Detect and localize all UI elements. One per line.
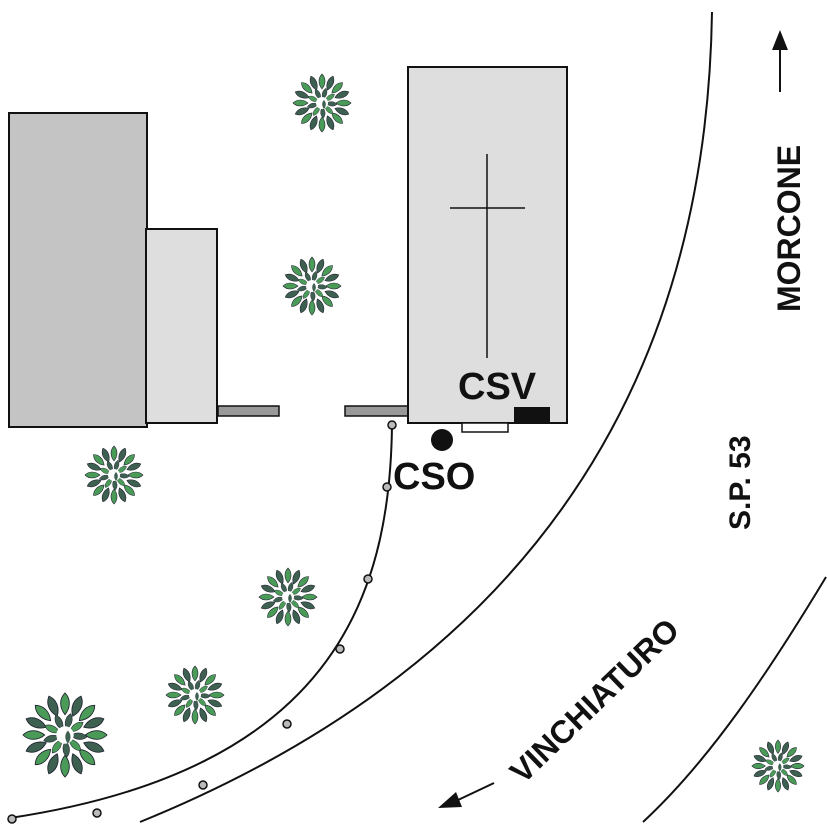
tree-icon (292, 73, 352, 133)
sensor-point (335, 644, 345, 654)
sensor-line (9, 424, 393, 819)
building-large (8, 112, 148, 428)
wall-right (344, 405, 409, 417)
direction-north-label: MORCONE (771, 145, 807, 312)
tree-icon (282, 256, 342, 316)
building-annex (145, 228, 218, 424)
sensor-points (7, 420, 397, 824)
station-cso-marker (431, 429, 453, 451)
sensor-point (282, 719, 292, 729)
entrance-step (461, 422, 509, 433)
tree-icon (22, 692, 108, 778)
sensor-point (363, 574, 373, 584)
sensor-point (387, 420, 397, 430)
wall-left (217, 405, 280, 417)
csv-label: CSV (458, 366, 537, 408)
road-edge-outer (642, 576, 827, 823)
direction-arrow-icon (772, 30, 788, 92)
road-name-label: S.P. 53 (724, 435, 757, 530)
sensor-point (382, 482, 392, 492)
tree-icon (751, 739, 805, 793)
direction-arrow-icon (438, 782, 495, 808)
tree-icon (84, 445, 144, 505)
direction-south-label: VINCHIATURO (503, 611, 686, 790)
cso-label: CSO (393, 456, 475, 498)
sensor-point (198, 780, 208, 790)
road-edge-inner (139, 11, 713, 823)
sensor-point (92, 808, 102, 818)
church-cross-icon (450, 154, 525, 358)
tree-icon (165, 665, 225, 725)
sensor-point (7, 814, 17, 824)
trees (22, 73, 805, 793)
tree-icon (258, 567, 318, 627)
station-csv-marker (514, 407, 550, 423)
